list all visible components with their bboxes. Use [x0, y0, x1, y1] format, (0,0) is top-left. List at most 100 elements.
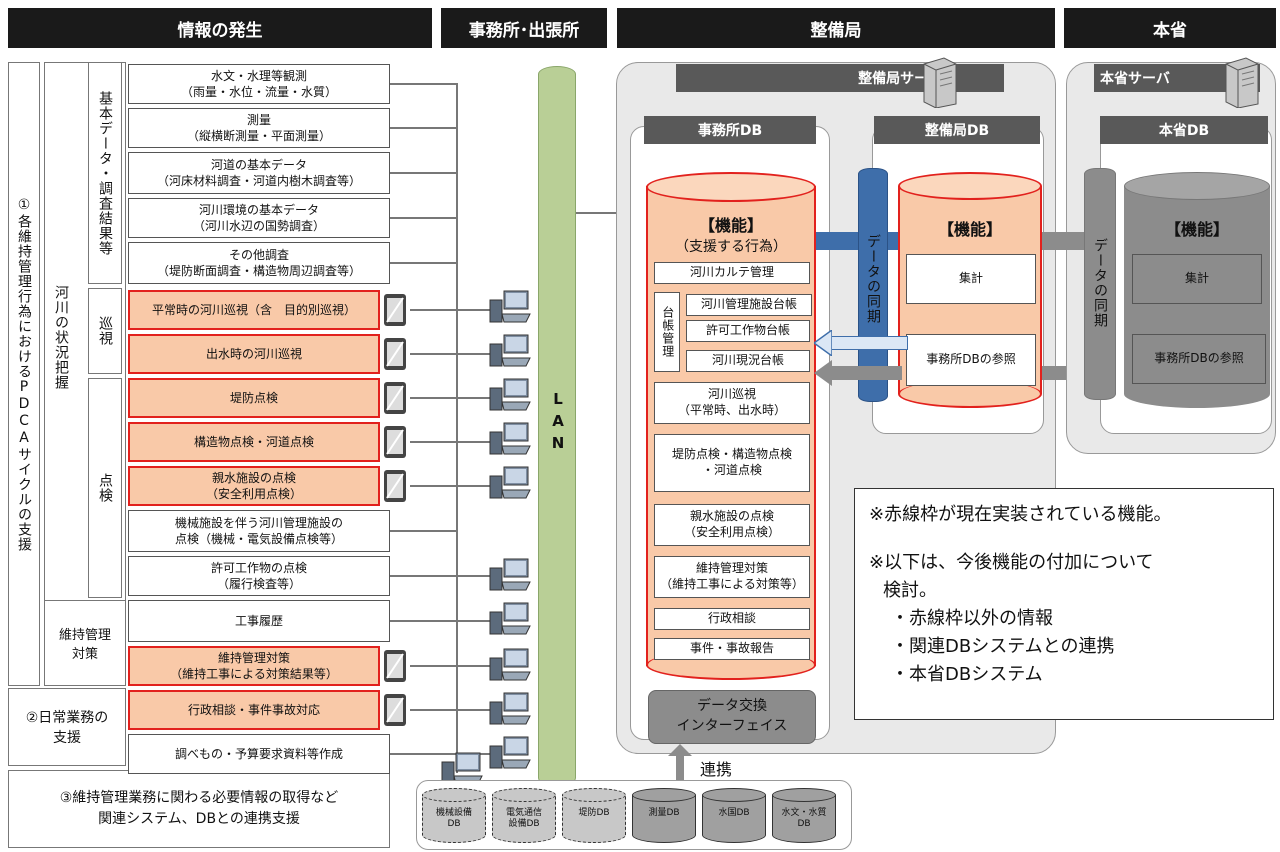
note-line1: ※赤線枠が現在実装されている機能。 — [869, 504, 1172, 525]
func-maint: 維持管理対策 （維持工事による対策等） — [654, 556, 810, 598]
bureau-sync-bar — [858, 168, 888, 402]
computer-icon — [489, 692, 531, 725]
related-db-cylinder: 堤防DB — [562, 788, 626, 848]
related-db-label: 測量DB — [648, 808, 680, 818]
item-survey: 測量 （縦横断測量・平面測量） — [128, 108, 390, 148]
tablet-icon — [384, 382, 406, 414]
related-db-label: 電気通信 設備DB — [505, 808, 542, 829]
tablet-icon — [384, 470, 406, 502]
item-permit-inspect: 許可工作物の点検 （履行検査等） — [128, 556, 390, 596]
item-hydro-observation: 水文・水理等観測 （雨量・水位・流量・水質） — [128, 64, 390, 104]
bureau-aggregate: 集計 — [906, 254, 1036, 304]
ministry-sync-label: データの同期 — [1092, 238, 1108, 328]
group3-link: ③維持管理業務に関わる必要情報の取得など 関連システム、DBとの連携支援 — [8, 770, 390, 848]
computer-icon — [489, 378, 531, 411]
item-flood-patrol: 出水時の河川巡視 — [128, 334, 380, 374]
ministry-func-title: 【機能】 — [1164, 220, 1229, 239]
related-db-label: 水文・水質 DB — [781, 808, 827, 829]
related-db-label: 堤防DB — [578, 808, 610, 818]
header-ministry: 本省 — [1064, 8, 1276, 48]
header-office: 事務所･出張所 — [441, 8, 607, 48]
bureau-office-ref: 事務所DBの参照 — [906, 334, 1036, 386]
ref-arrow-gray — [830, 366, 902, 380]
func-ledger2: 許可工作物台帳 — [686, 320, 810, 342]
river-status-label: 河川の状況把握 — [53, 284, 69, 390]
arrow-left-icon — [814, 360, 832, 386]
office-func-title: 【機能】 — [698, 216, 763, 235]
bureau-sync-label: データの同期 — [865, 234, 881, 324]
related-db-label: 機械設備 DB — [435, 808, 472, 829]
lan-label: LAN — [551, 390, 565, 452]
computer-icon — [489, 422, 531, 455]
ministry-db-label: 本省DB — [1100, 116, 1268, 144]
func-ledger3: 河川現況台帳 — [686, 350, 810, 372]
related-db-label: 水国DB — [718, 808, 750, 818]
related-db-row: 機械設備 DB 電気通信 設備DB 堤防DB 測量DB 水国DB 水文・水質 DB — [422, 788, 852, 848]
note-line2: ※以下は、今後機能の付加について — [869, 552, 1154, 573]
link-arrow-icon — [668, 744, 692, 800]
related-db-cylinder: 電気通信 設備DB — [492, 788, 556, 848]
related-db-cylinder: 水国DB — [702, 788, 766, 848]
item-waterside-inspect: 親水施設の点検 （安全利用点検） — [128, 466, 380, 506]
inspect-label: 点検 — [88, 378, 122, 598]
office-func-subtitle: （支援する行為） — [675, 239, 787, 255]
func-incident: 事件・事故報告 — [654, 638, 810, 660]
func-inspect: 堤防点検・構造物点検 ・河道点検 — [654, 434, 810, 492]
bureau-func-title: 【機能】 — [937, 220, 1002, 239]
data-exchange-interface: データ交換 インターフェイス — [648, 690, 816, 744]
maint-label: 維持管理 対策 — [44, 600, 126, 686]
ministry-office-ref: 事務所DBの参照 — [1132, 334, 1266, 384]
computer-icon — [489, 736, 531, 769]
item-work-history: 工事履歴 — [128, 600, 390, 642]
note-line4: ・赤線枠以外の情報 — [891, 608, 1053, 629]
header-bureau: 整備局 — [617, 8, 1055, 48]
computer-icon — [489, 290, 531, 323]
func-ledger-group: 台帳管理 — [654, 292, 680, 372]
tablet-icon — [384, 294, 406, 326]
related-db-cylinder: 機械設備 DB — [422, 788, 486, 848]
computer-icon — [489, 648, 531, 681]
related-db-cylinder: 測量DB — [632, 788, 696, 848]
func-patrol: 河川巡視 （平常時、出水時） — [654, 382, 810, 424]
related-db-cylinder: 水文・水質 DB — [772, 788, 836, 848]
func-ledger1: 河川管理施設台帳 — [686, 294, 812, 316]
header-info: 情報の発生 — [8, 8, 432, 48]
item-machine-inspect: 機械施設を伴う河川管理施設の 点検（機械・電気設備点検等） — [128, 510, 390, 552]
func-karte: 河川カルテ管理 — [654, 262, 810, 284]
note-line3: 検討。 — [883, 580, 937, 601]
item-normal-patrol: 平常時の河川巡視（含 目的別巡視） — [128, 290, 380, 330]
lan-bus — [538, 66, 576, 786]
arrow-left-icon — [814, 330, 832, 356]
func-waterside: 親水施設の点検 （安全利用点検） — [654, 504, 810, 546]
server-icon — [923, 57, 957, 108]
note-box: ※赤線枠が現在実装されている機能。 ※以下は、今後機能の付加について 検討。 ・… — [854, 488, 1274, 720]
item-river-basic-data: 河道の基本データ （河床材料調査・河道内樹木調査等） — [128, 152, 390, 194]
tablet-icon — [384, 338, 406, 370]
ref-arrow-blue — [826, 336, 908, 350]
link-label: 連携 — [700, 760, 733, 779]
item-maint-measures: 維持管理対策 （維持工事による対策結果等） — [128, 646, 380, 686]
item-structure-inspect: 構造物点検・河道点検 — [128, 422, 380, 462]
ministry-sync-bar — [1084, 168, 1116, 400]
item-levee-inspect: 堤防点検 — [128, 378, 380, 418]
tablet-icon — [384, 650, 406, 682]
ministry-aggregate: 集計 — [1132, 254, 1262, 304]
office-db-label: 事務所DB — [644, 116, 816, 144]
group1-pdca: ①各維持管理行為におけるPDCAサイクルの支援 — [8, 62, 40, 686]
tablet-icon — [384, 694, 406, 726]
computer-icon — [489, 602, 531, 635]
note-line5: ・関連DBシステムとの連携 — [891, 636, 1115, 657]
computer-icon — [489, 334, 531, 367]
patrol-label: 巡視 — [88, 288, 122, 374]
group2-daily: ②日常業務の 支援 — [8, 688, 126, 766]
item-env-basic-data: 河川環境の基本データ （河川水辺の国勢調査） — [128, 198, 390, 238]
server-icon — [1225, 57, 1259, 108]
tablet-icon — [384, 426, 406, 458]
item-admin-incident: 行政相談・事件事故対応 — [128, 690, 380, 730]
item-research: 調べもの・予算要求資料等作成 — [128, 734, 390, 774]
func-admin: 行政相談 — [654, 608, 810, 630]
note-line6: ・本省DBシステム — [891, 664, 1043, 685]
computer-icon — [489, 558, 531, 591]
basic-data-label: 基本データ・調査結果等 — [88, 62, 122, 284]
bureau-db-label: 整備局DB — [874, 116, 1040, 144]
